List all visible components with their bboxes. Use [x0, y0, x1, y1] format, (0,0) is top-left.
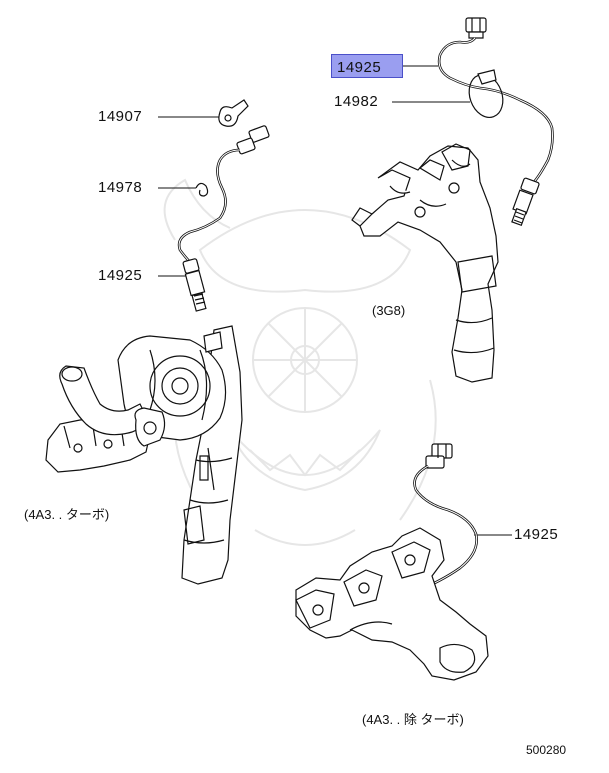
sensor-4a3-turbo: [179, 125, 269, 311]
caption-3g8: (3G8): [372, 303, 406, 318]
callout-14982[interactable]: 14982: [334, 93, 379, 110]
callout-14907[interactable]: 14907: [98, 108, 143, 125]
callout-14925-top: 14925: [337, 59, 382, 76]
bracket-14907: [219, 100, 248, 126]
callout-14925-left[interactable]: 14925: [98, 267, 143, 284]
caption-4a3-turbo: (4A3. . ターボ): [24, 507, 110, 522]
diagram-id: 500280: [526, 743, 567, 757]
sensor-3g8: [439, 18, 552, 225]
manifold-4a3-non-turbo: [296, 528, 488, 680]
manifold-3g8: [352, 144, 498, 382]
callout-14978[interactable]: 14978: [98, 179, 143, 196]
callout-highlight-14925[interactable]: 14925: [331, 54, 403, 78]
clip-14978: [196, 183, 208, 196]
callout-14925-bottom[interactable]: 14925: [514, 526, 559, 543]
turbo-4a3-assembly: [46, 326, 242, 584]
caption-4a3-non-turbo: (4A3. . 除 ターボ): [362, 712, 464, 727]
leader-lines: [158, 66, 512, 535]
